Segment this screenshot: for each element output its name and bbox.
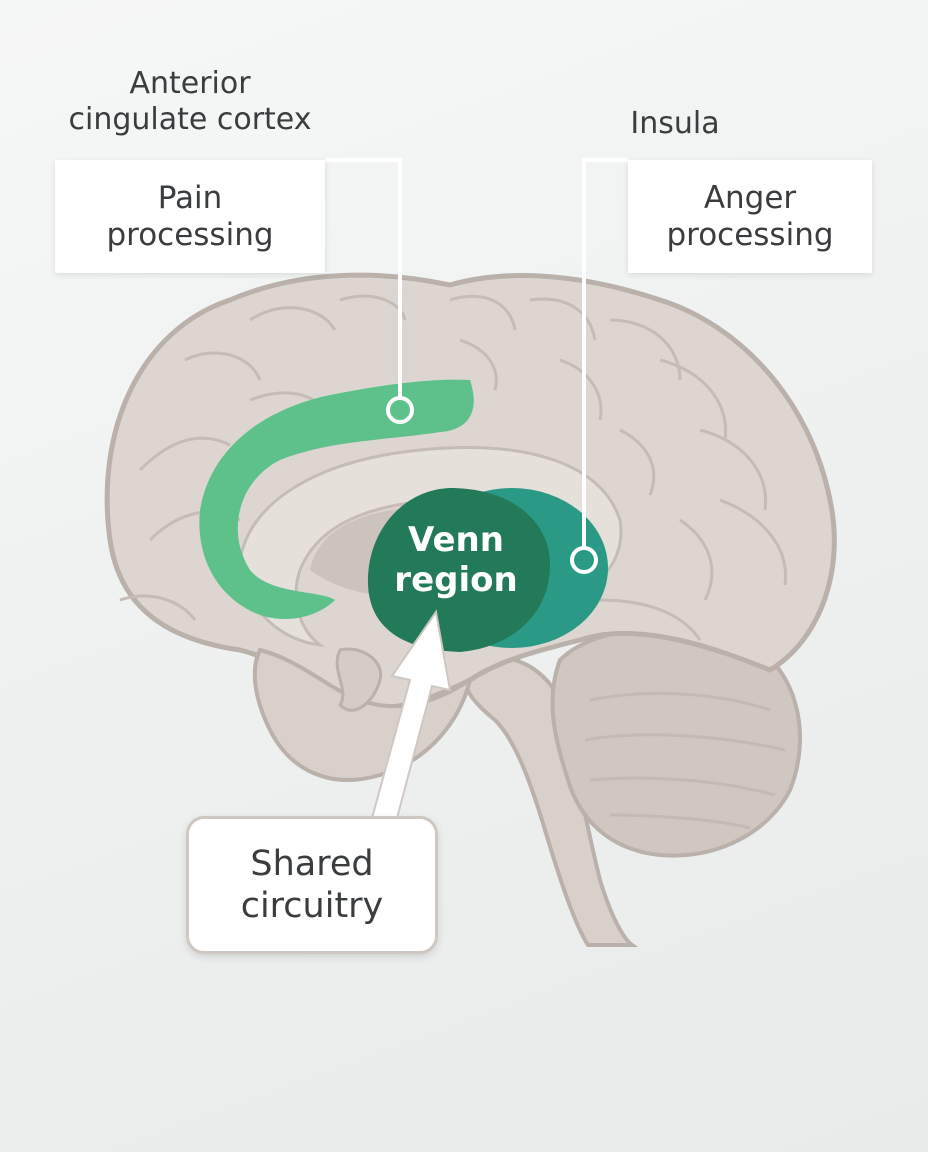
shared-circuitry-box: Shared circuitry bbox=[186, 816, 438, 954]
anger-processing-label: Anger processing bbox=[666, 180, 833, 254]
pain-processing-label: Pain processing bbox=[106, 180, 273, 254]
shared-circuitry-label: Shared circuitry bbox=[241, 843, 384, 927]
anger-processing-box: Anger processing bbox=[628, 160, 872, 273]
insula-heading: Insula bbox=[600, 106, 750, 142]
pain-processing-box: Pain processing bbox=[55, 160, 325, 273]
venn-region-label: Venn region bbox=[364, 520, 548, 600]
acc-heading: Anterior cingulate cortex bbox=[40, 66, 340, 138]
